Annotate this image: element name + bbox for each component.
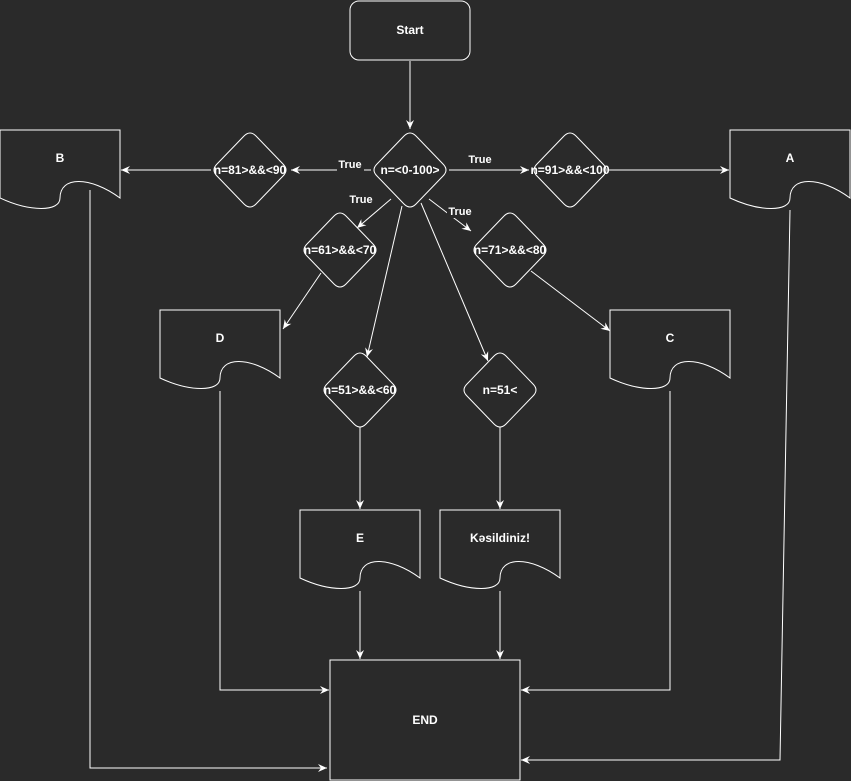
grade-e-label: E [356, 531, 364, 545]
edge-range-to-61-70 [356, 198, 392, 229]
edge-label-to-81-90: True [338, 159, 361, 171]
end-node[interactable]: END [329, 659, 521, 781]
decision-below-51[interactable]: n=51< [463, 352, 537, 428]
cond-below-51-label: n=51< [483, 383, 518, 397]
failed-label: Kəsildiniz! [470, 531, 530, 545]
grade-c-label: C [666, 331, 675, 345]
start-node[interactable]: Start [349, 0, 471, 61]
cond-61-70-label: n=61>&&<70 [304, 243, 377, 257]
edges [89, 61, 791, 772]
document-failed[interactable]: Kəsildiniz! [439, 509, 561, 589]
decision-81-90[interactable]: n=81>&&<90 [213, 132, 287, 208]
decision-range-check[interactable]: n=<0-100> [373, 132, 447, 208]
edge-a-to-end [521, 209, 791, 764]
cond-51-60-label: n=51>&&<60 [324, 383, 397, 397]
edge-61-70-to-d [282, 272, 322, 330]
edge-c-to-end [521, 391, 671, 694]
grade-d-label: D [216, 331, 225, 345]
document-a[interactable]: A [729, 129, 851, 209]
edge-71-80-to-c [530, 270, 611, 332]
edge-label-to-91-100: True [468, 154, 491, 166]
document-b[interactable]: B [0, 129, 121, 209]
decision-51-60[interactable]: n=51>&&<60 [323, 352, 397, 428]
cond-71-80-label: n=71>&&<80 [474, 243, 547, 257]
cond-81-90-label: n=81>&&<90 [214, 163, 287, 177]
end-label: END [412, 713, 438, 727]
document-e[interactable]: E [299, 509, 421, 589]
edge-label-to-61-70: True [349, 194, 372, 206]
edge-label-to-71-80: True [448, 206, 471, 218]
document-c[interactable]: C [609, 309, 731, 389]
cond-91-100-label: n=91>&&<100 [530, 163, 609, 177]
document-d[interactable]: D [159, 309, 281, 389]
edge-range-to-51-60 [365, 205, 403, 358]
edge-b-to-end [89, 190, 327, 772]
edge-d-to-end [219, 391, 329, 694]
start-label: Start [396, 23, 423, 37]
range-check-label: n=<0-100> [380, 163, 439, 177]
decision-71-80[interactable]: n=71>&&<80 [473, 212, 547, 288]
decision-91-100[interactable]: n=91>&&<100 [530, 132, 610, 208]
decision-61-70[interactable]: n=61>&&<70 [303, 212, 377, 288]
edge-labels: True True True True [337, 152, 495, 218]
edge-range-to-below-51 [420, 202, 489, 362]
grade-b-label: B [56, 151, 65, 165]
grade-a-label: A [786, 151, 795, 165]
